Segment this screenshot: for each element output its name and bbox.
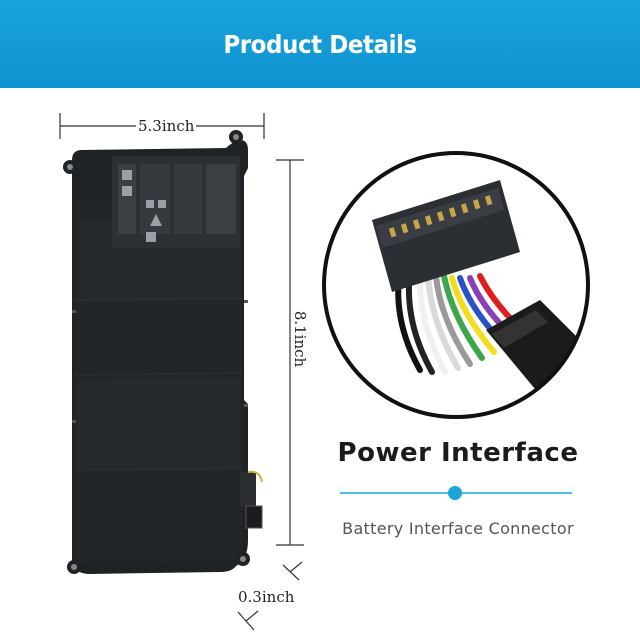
connector-closeup xyxy=(322,151,590,419)
height-dimension-label: 8.1inch xyxy=(291,308,310,370)
power-interface-title: Power Interface xyxy=(337,438,579,468)
accent-divider xyxy=(340,486,572,500)
width-dimension-label: 5.3inch xyxy=(136,117,197,135)
connector-subtitle: Battery Interface Connector xyxy=(342,519,574,538)
header-banner: Product Details xyxy=(0,0,640,88)
depth-dimension-label: 0.3inch xyxy=(238,588,295,606)
depth-dimension-marks xyxy=(237,561,303,631)
banner-title: Product Details xyxy=(223,29,417,59)
battery-image xyxy=(63,130,263,574)
height-dimension-line xyxy=(276,159,304,546)
